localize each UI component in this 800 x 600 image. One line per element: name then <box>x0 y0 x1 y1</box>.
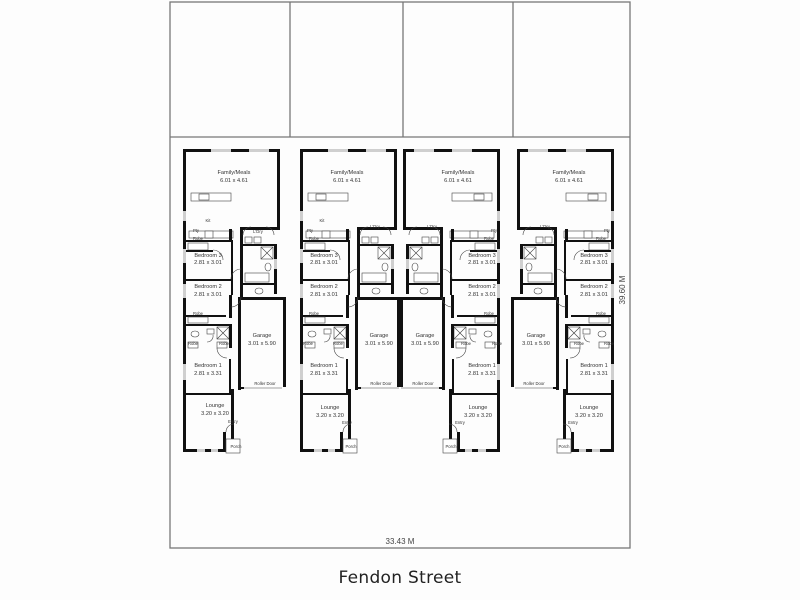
pantry-label: Pty <box>193 228 200 233</box>
robe-label: Robe <box>188 341 199 346</box>
lounge-label: Lounge <box>580 405 599 411</box>
street-name: Fendon Street <box>338 568 462 588</box>
bedroom3-label: Bedroom 3 <box>310 253 337 259</box>
bedroom1-size: 2.81 x 3.31 <box>468 371 496 377</box>
bedroom3-label: Bedroom 3 <box>194 253 221 259</box>
site-boundary <box>169 1 631 549</box>
garage-label: Garage <box>527 333 546 339</box>
bedroom2-size: 2.81 x 3.01 <box>468 292 496 298</box>
robe-label: Robe <box>596 311 607 316</box>
lounge-size: 3.20 x 3.20 <box>575 413 603 419</box>
family-meals-size: 6.01 x 4.61 <box>333 178 361 184</box>
family-meals-size: 6.01 x 4.61 <box>555 178 583 184</box>
garage-label: Garage <box>416 333 435 339</box>
laundry-label: L'Dry <box>253 229 264 234</box>
bedroom3-size: 2.81 x 3.01 <box>194 260 222 266</box>
bedroom2-label: Bedroom 2 <box>468 284 495 290</box>
lounge-size: 3.20 x 3.20 <box>464 413 492 419</box>
entry-label: Entry <box>228 419 239 424</box>
roller-door-label: Roller Door <box>523 381 545 386</box>
bedroom2-size: 2.81 x 3.01 <box>580 292 608 298</box>
site-width-dimension: 33.43 M <box>386 537 415 546</box>
roller-door-label: Roller Door <box>412 381 434 386</box>
bedroom3-label: Bedroom 3 <box>468 253 495 259</box>
bedroom3-size: 2.81 x 3.01 <box>580 260 608 266</box>
roller-door-label: Roller Door <box>254 381 276 386</box>
bedroom3-size: 2.81 x 3.01 <box>468 260 496 266</box>
unit-4 <box>510 148 615 454</box>
family-meals-label: Family/Meals <box>553 170 586 176</box>
porch-label: Porch <box>346 444 358 449</box>
site-depth-dimension: 39.60 M <box>618 275 627 304</box>
bedroom1-label: Bedroom 1 <box>580 363 607 369</box>
lounge-size: 3.20 x 3.20 <box>201 411 229 417</box>
unit-2 <box>299 148 404 454</box>
bedroom2-size: 2.81 x 3.01 <box>310 292 338 298</box>
bedroom2-size: 2.81 x 3.01 <box>194 292 222 298</box>
entry-label: Entry <box>342 420 353 425</box>
pantry-label: Pty <box>491 228 498 233</box>
pantry-label: Pty <box>604 228 611 233</box>
robe-label: Robe <box>193 236 204 241</box>
unit-4-labels: Family/Meals 6.01 x 4.61 L'Dry Pty Robe … <box>522 170 615 449</box>
lounge-label: Lounge <box>206 403 225 409</box>
bedroom3-size: 2.81 x 3.01 <box>310 260 338 266</box>
kitchen-label: Kit <box>320 218 326 223</box>
unit-2-labels: Family/Meals 6.01 x 4.61 Kit Pty Robe L'… <box>303 170 393 449</box>
unit-1-labels: Family/Meals 6.01 x 4.61 Kit Pty Robe L'… <box>188 170 276 449</box>
bedroom2-label: Bedroom 2 <box>310 284 337 290</box>
robe-label: Robe <box>484 236 495 241</box>
bedroom1-size: 2.81 x 3.31 <box>310 371 338 377</box>
robe-label: Robe <box>193 311 204 316</box>
robe-label: Robe <box>484 311 495 316</box>
robe-label: Robe <box>461 341 472 346</box>
bedroom1-label: Bedroom 1 <box>468 363 495 369</box>
bedroom1-size: 2.81 x 3.31 <box>580 371 608 377</box>
family-meals-label: Family/Meals <box>442 170 475 176</box>
unit-3-labels: Family/Meals 6.01 x 4.61 L'Dry Pty Robe … <box>411 170 503 449</box>
robe-label: Robe <box>333 341 344 346</box>
entry-label: Entry <box>455 420 466 425</box>
laundry-label: L'Dry <box>427 224 438 229</box>
bedroom1-size: 2.81 x 3.31 <box>194 371 222 377</box>
laundry-label: L'Dry <box>540 224 551 229</box>
robe-label: Robe <box>574 341 585 346</box>
robe-label: Robe <box>309 236 320 241</box>
robe-label: Robe <box>309 311 320 316</box>
bedroom2-label: Bedroom 2 <box>194 284 221 290</box>
garage-size: 3.01 x 5.90 <box>248 341 276 347</box>
robe-label: Robe <box>596 236 607 241</box>
family-meals-label: Family/Meals <box>218 170 251 176</box>
entry-label: Entry <box>568 420 579 425</box>
robe-label: Robe <box>219 341 230 346</box>
lounge-label: Lounge <box>321 405 340 411</box>
lounge-size: 3.20 x 3.20 <box>316 413 344 419</box>
robe-label: Robe <box>604 341 615 346</box>
bedroom2-label: Bedroom 2 <box>580 284 607 290</box>
robe-label: Robe <box>492 341 503 346</box>
unit-1 <box>182 148 287 454</box>
bedroom3-label: Bedroom 3 <box>580 253 607 259</box>
bedroom1-label: Bedroom 1 <box>310 363 337 369</box>
lounge-label: Lounge <box>469 405 488 411</box>
laundry-label: L'Dry <box>370 224 381 229</box>
garage-size: 3.01 x 5.90 <box>365 341 393 347</box>
porch-label: Porch <box>446 444 458 449</box>
pantry-label: Pty <box>307 228 314 233</box>
porch-label: Porch <box>559 444 571 449</box>
roller-door-label: Roller Door <box>370 381 392 386</box>
garage-size: 3.01 x 5.90 <box>411 341 439 347</box>
family-meals-label: Family/Meals <box>331 170 364 176</box>
kitchen-label: Kit <box>206 218 212 223</box>
bedroom1-label: Bedroom 1 <box>194 363 221 369</box>
garage-label: Garage <box>370 333 389 339</box>
garage-label: Garage <box>253 333 272 339</box>
family-meals-size: 6.01 x 4.61 <box>220 178 248 184</box>
family-meals-size: 6.01 x 4.61 <box>444 178 472 184</box>
robe-label: Robe <box>303 341 314 346</box>
porch-label: Porch <box>231 444 243 449</box>
garage-size: 3.01 x 5.90 <box>522 341 550 347</box>
